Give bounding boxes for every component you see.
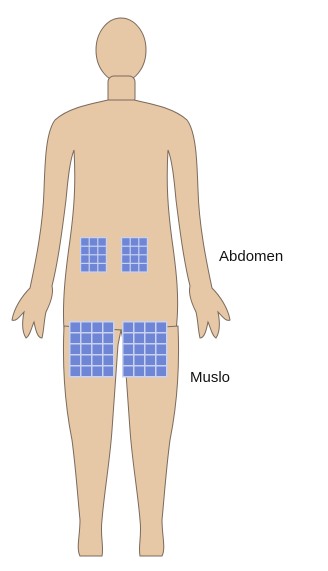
site-cell	[139, 238, 146, 245]
site-cell	[81, 264, 88, 271]
thigh-left-site	[69, 321, 115, 378]
site-cell	[90, 247, 97, 254]
site-cell	[104, 356, 114, 366]
site-cell	[98, 238, 105, 245]
site-cell	[104, 367, 114, 377]
body-silhouette	[12, 18, 230, 556]
site-cell	[71, 345, 81, 355]
site-cell	[157, 367, 167, 377]
site-cell	[90, 238, 97, 245]
site-cell	[135, 323, 145, 333]
site-cell	[90, 264, 97, 271]
site-cell	[139, 255, 146, 262]
site-cell	[146, 367, 156, 377]
site-cell	[131, 264, 138, 271]
site-cell	[82, 367, 92, 377]
site-cell	[131, 247, 138, 254]
site-cell	[71, 356, 81, 366]
site-cell	[135, 367, 145, 377]
site-cell	[93, 356, 103, 366]
site-cell	[124, 356, 134, 366]
site-cell	[104, 323, 114, 333]
abdomen-right-site	[121, 237, 148, 273]
site-cell	[131, 238, 138, 245]
site-cell	[157, 323, 167, 333]
site-cell	[146, 334, 156, 344]
site-cell	[146, 356, 156, 366]
site-cell	[81, 238, 88, 245]
site-cell	[135, 356, 145, 366]
site-cell	[157, 345, 167, 355]
site-cell	[82, 356, 92, 366]
site-cell	[122, 238, 129, 245]
site-cell	[71, 367, 81, 377]
site-cell	[122, 247, 129, 254]
site-cell	[131, 255, 138, 262]
site-cell	[124, 334, 134, 344]
site-cell	[146, 345, 156, 355]
thigh-right-site	[122, 321, 168, 378]
torso-and-arms	[12, 100, 230, 338]
thigh-label: Muslo	[190, 369, 230, 386]
site-cell	[124, 345, 134, 355]
site-cell	[93, 323, 103, 333]
abdomen-label: Abdomen	[219, 248, 283, 265]
site-cell	[122, 264, 129, 271]
site-cell	[71, 323, 81, 333]
site-cell	[139, 247, 146, 254]
site-cell	[82, 323, 92, 333]
site-cell	[135, 345, 145, 355]
head	[96, 18, 146, 82]
site-cell	[157, 356, 167, 366]
site-cell	[146, 323, 156, 333]
site-cell	[104, 334, 114, 344]
site-cell	[90, 255, 97, 262]
site-cell	[124, 367, 134, 377]
site-cell	[122, 255, 129, 262]
abdomen-left-site	[80, 237, 107, 273]
site-cell	[71, 334, 81, 344]
site-cell	[81, 255, 88, 262]
site-cell	[93, 345, 103, 355]
site-cell	[82, 334, 92, 344]
site-cell	[139, 264, 146, 271]
site-cell	[124, 323, 134, 333]
site-cell	[135, 334, 145, 344]
site-cell	[82, 345, 92, 355]
site-cell	[93, 334, 103, 344]
site-cell	[98, 247, 105, 254]
site-cell	[98, 264, 105, 271]
site-cell	[81, 247, 88, 254]
site-cell	[157, 334, 167, 344]
site-cell	[93, 367, 103, 377]
site-cell	[98, 255, 105, 262]
site-cell	[104, 345, 114, 355]
